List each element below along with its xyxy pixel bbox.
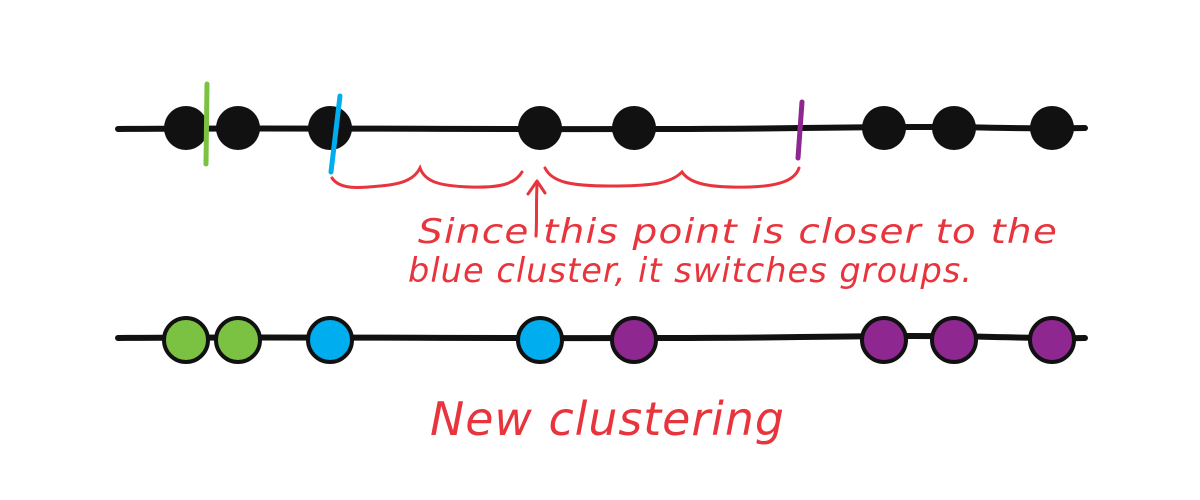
bottom-point-7-purple bbox=[930, 316, 978, 364]
top-point-2 bbox=[216, 106, 260, 150]
top-row-markers bbox=[203, 81, 805, 175]
purple-marker bbox=[795, 99, 805, 161]
top-point-4 bbox=[518, 106, 562, 150]
annotation-line-1: Since this point is closer to the bbox=[418, 212, 1058, 252]
annotation-arrowhead bbox=[526, 179, 547, 196]
bottom-point-3-blue bbox=[306, 316, 354, 364]
annotation-arrow bbox=[534, 182, 539, 238]
top-number-line bbox=[115, 124, 1088, 133]
bottom-point-8-purple bbox=[1028, 316, 1076, 364]
top-point-6 bbox=[862, 106, 906, 150]
bottom-point-4-blue bbox=[516, 316, 564, 364]
left-brace bbox=[330, 164, 524, 190]
green-marker bbox=[203, 81, 210, 167]
top-point-5 bbox=[612, 106, 656, 150]
top-point-8 bbox=[1030, 106, 1074, 150]
bottom-number-line bbox=[115, 333, 1088, 342]
top-point-3 bbox=[308, 106, 352, 150]
top-point-7 bbox=[932, 106, 976, 150]
bottom-point-1-green bbox=[162, 316, 210, 364]
annotation-line-2: blue cluster, it switches groups. bbox=[408, 251, 973, 291]
top-point-1 bbox=[164, 106, 208, 150]
top-row-points bbox=[164, 106, 1074, 150]
bottom-point-6-purple bbox=[860, 316, 908, 364]
bottom-row-points bbox=[162, 316, 1076, 364]
blue-marker bbox=[328, 93, 343, 175]
bottom-point-2-green bbox=[214, 316, 262, 364]
caption: New clustering bbox=[430, 392, 785, 446]
right-brace bbox=[543, 166, 801, 189]
bottom-point-5-purple bbox=[610, 316, 658, 364]
